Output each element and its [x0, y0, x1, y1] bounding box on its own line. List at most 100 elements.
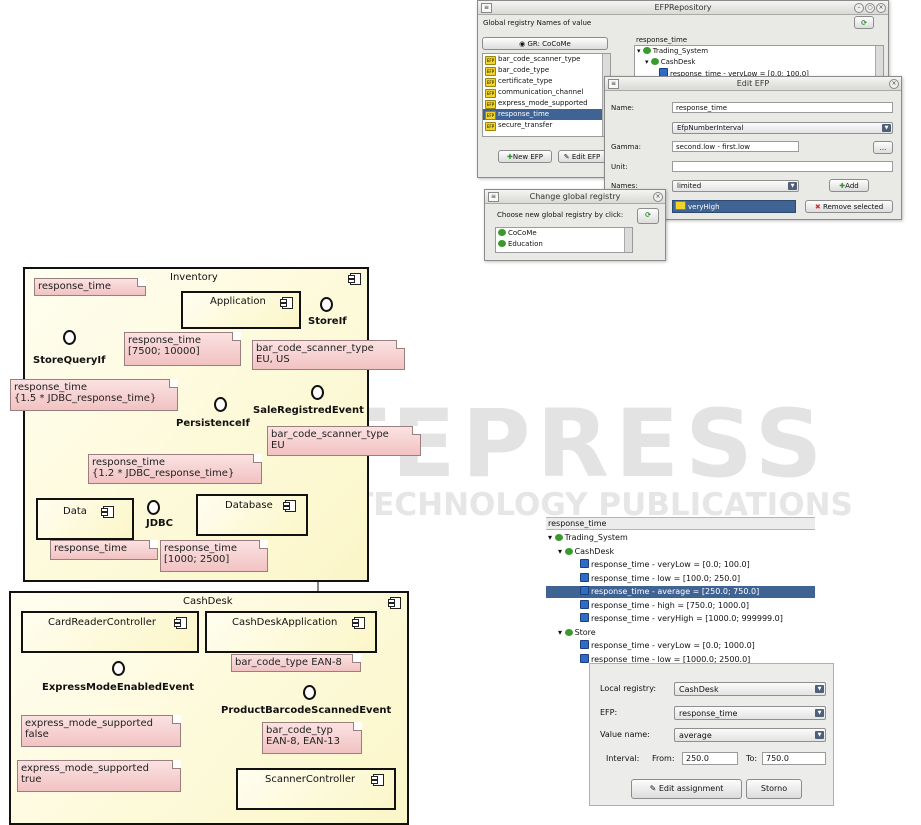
- registry-item-cocome[interactable]: CoCoMe: [496, 228, 632, 239]
- database-component[interactable]: Database: [196, 494, 308, 536]
- expressmode-interface-icon[interactable]: [112, 661, 125, 676]
- efp-icon: EFP: [485, 89, 496, 98]
- jdbc-interface-icon[interactable]: [147, 500, 160, 515]
- window-menu-icon[interactable]: ≡: [488, 192, 499, 202]
- storeif-interface-icon[interactable]: [320, 297, 333, 312]
- refresh-button[interactable]: ⟳: [637, 208, 659, 224]
- local-registry-select[interactable]: CashDesk▼: [674, 682, 826, 696]
- tree-value-node[interactable]: response_time - veryHigh = [1000.0; 9999…: [546, 613, 815, 625]
- type-select[interactable]: EfpNumberInterval▼: [672, 122, 893, 134]
- cashdesk-application-component[interactable]: CashDeskApplication: [205, 611, 377, 653]
- note-response-time-db-range[interactable]: response_time [1000; 2500]: [160, 540, 268, 572]
- tree-value-node[interactable]: response_time - low = [100.0; 250.0]: [546, 572, 815, 585]
- registry-list[interactable]: CoCoMe Education: [495, 227, 633, 253]
- tree-scrollbar[interactable]: [875, 46, 883, 78]
- name-field[interactable]: response_time: [672, 102, 893, 113]
- chevron-down-icon: ▼: [882, 124, 891, 132]
- to-field[interactable]: 750.0: [762, 752, 826, 765]
- refresh-icon: ⟳: [861, 19, 867, 27]
- close-icon[interactable]: ×: [889, 79, 899, 89]
- tree-header: response_time: [636, 36, 688, 44]
- note-barcode-types[interactable]: bar_code_typ EAN-8, EAN-13: [262, 722, 362, 754]
- chevron-down-icon[interactable]: ▾: [548, 533, 555, 542]
- efp-label: EFP:: [600, 708, 618, 717]
- tree-registry-node[interactable]: ▾ Store: [558, 627, 596, 637]
- chevron-down-icon: ▼: [815, 685, 824, 693]
- tree-registry-node[interactable]: ▾ CashDesk: [558, 546, 615, 556]
- component-icon: [348, 273, 361, 285]
- efp-select[interactable]: response_time▼: [674, 706, 826, 720]
- close-icon[interactable]: ×: [876, 3, 886, 13]
- tree-value-node[interactable]: response_time - veryLow = [0.0; 100.0]: [546, 559, 815, 571]
- value-name-label: Value name:: [600, 730, 650, 739]
- unit-field[interactable]: [672, 161, 893, 172]
- tree-node[interactable]: ▾ Trading_System: [637, 47, 709, 55]
- from-field[interactable]: 250.0: [682, 752, 738, 765]
- note-barcode-type-ean8[interactable]: bar_code_type EAN-8: [231, 654, 361, 672]
- eye-icon: ◉: [519, 40, 526, 48]
- refresh-icon: ⟳: [645, 211, 651, 219]
- tree-registry-node[interactable]: ▾ Trading_System: [548, 533, 628, 542]
- note-response-time[interactable]: response_time: [34, 278, 146, 296]
- note-express-mode-true[interactable]: express_mode_supported true: [17, 760, 181, 792]
- names-select[interactable]: limited▼: [672, 180, 799, 192]
- local-registry-label: Local registry:: [600, 684, 657, 693]
- productbarcode-interface-icon[interactable]: [303, 685, 316, 700]
- note-response-time-jdbc-1-5[interactable]: response_time {1.5 * JDBC_response_time}: [10, 379, 178, 411]
- window-menu-icon[interactable]: ≡: [608, 79, 619, 89]
- chevron-down-icon[interactable]: ▾: [558, 627, 565, 637]
- cardreader-component[interactable]: CardReaderController: [21, 611, 199, 653]
- add-icon: ✚: [839, 182, 846, 190]
- tree-node[interactable]: ▾ CashDesk: [645, 58, 696, 66]
- value-icon: [580, 613, 589, 622]
- note-response-time-data[interactable]: response_time: [50, 540, 158, 560]
- tree-value-node[interactable]: response_time - veryLow = [0.0; 1000.0]: [546, 640, 815, 652]
- efp-icon: [675, 201, 686, 210]
- edit-assignment-button[interactable]: ✎ Edit assignment: [631, 779, 742, 799]
- add-name-button[interactable]: ✚Add: [829, 179, 869, 192]
- chevron-down-icon[interactable]: ▾: [558, 546, 565, 556]
- data-component[interactable]: Data: [36, 498, 134, 540]
- storequeryif-label: StoreQueryIf: [33, 355, 106, 366]
- value-name-select[interactable]: average▼: [674, 728, 826, 742]
- tree-value-node[interactable]: response_time - average = [250.0; 750.0]: [546, 586, 815, 598]
- note-scanner-type-eu-us[interactable]: bar_code_scanner_type EU, US: [252, 340, 405, 370]
- scanner-component[interactable]: ScannerController: [236, 768, 396, 810]
- close-icon[interactable]: ×: [653, 192, 663, 202]
- saleregistred-label: SaleRegistredEvent: [253, 405, 364, 416]
- storequeryif-interface-icon[interactable]: [63, 330, 76, 345]
- note-response-time-jdbc-1-2[interactable]: response_time {1.2 * JDBC_response_time}: [88, 454, 262, 484]
- gamma-field[interactable]: second.low - first.low: [672, 141, 799, 152]
- application-component[interactable]: Application: [181, 291, 301, 329]
- persistenceif-interface-icon[interactable]: [214, 397, 227, 412]
- tree-value-node[interactable]: response_time - low = [1000.0; 2500.0]: [546, 653, 815, 666]
- names-selected-item[interactable]: veryHigh: [672, 200, 796, 213]
- registry-scrollbar[interactable]: [624, 228, 632, 252]
- remove-selected-button[interactable]: ✖ Remove selected: [805, 200, 893, 213]
- component-icon: [174, 617, 187, 629]
- saleregistred-interface-icon[interactable]: [311, 385, 324, 400]
- window-menu-icon[interactable]: ≡: [481, 3, 492, 13]
- new-efp-button[interactable]: ✚New EFP: [498, 150, 552, 163]
- maximize-icon[interactable]: ○: [865, 3, 875, 13]
- note-scanner-type-eu[interactable]: bar_code_scanner_type EU: [267, 426, 421, 456]
- minimize-icon[interactable]: –: [854, 3, 864, 13]
- note-response-time-range[interactable]: response_time [7500; 10000]: [124, 332, 241, 366]
- refresh-button[interactable]: ⟳: [854, 16, 874, 29]
- assignment-tree[interactable]: response_time ▾ Trading_System▾ CashDesk…: [546, 517, 815, 664]
- from-label: From:: [652, 754, 675, 763]
- gamma-browse-button[interactable]: ...: [873, 141, 893, 154]
- tree-value-node[interactable]: response_time - high = [750.0; 1000.0]: [546, 599, 815, 612]
- gr-registry-button[interactable]: ◉ GR: CoCoMe: [482, 37, 608, 50]
- note-express-mode-false[interactable]: express_mode_supported false: [21, 715, 181, 747]
- storno-button[interactable]: Storno: [746, 779, 802, 799]
- registry-item-education[interactable]: Education: [496, 239, 632, 250]
